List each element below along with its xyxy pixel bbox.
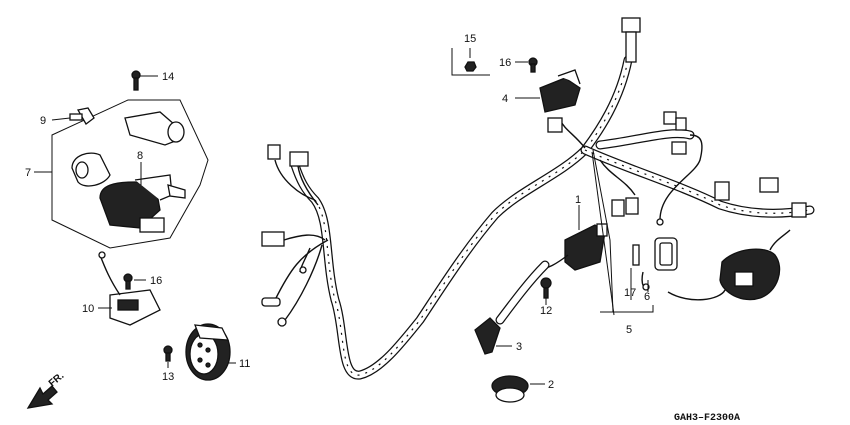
callout-17: 17 bbox=[624, 287, 636, 299]
direction-label: FR. bbox=[47, 370, 67, 389]
callout-7: 7 bbox=[25, 167, 31, 179]
coil-bolt bbox=[540, 277, 552, 299]
small-relay bbox=[547, 117, 563, 133]
callout-16-upper: 16 bbox=[499, 57, 511, 69]
rubber-grommet bbox=[491, 375, 529, 403]
harness-top-connector bbox=[621, 17, 641, 33]
callout-12: 12 bbox=[540, 305, 552, 317]
gauge-unit bbox=[185, 323, 231, 381]
harness-left-connector-a bbox=[267, 144, 281, 160]
callout-11: 11 bbox=[239, 358, 250, 370]
callout-5: 5 bbox=[626, 324, 632, 336]
callout-15: 15 bbox=[464, 33, 476, 45]
callout-16-lower: 16 bbox=[150, 275, 162, 287]
key-set-group bbox=[51, 99, 209, 249]
callout-9: 9 bbox=[40, 115, 46, 127]
spark-plug-cap bbox=[474, 260, 550, 355]
diagram-code: GAH3–F2300A bbox=[674, 413, 740, 424]
callout-14: 14 bbox=[162, 71, 174, 83]
fuse-holder-group bbox=[591, 149, 678, 316]
harness-left-connector-c bbox=[261, 231, 285, 247]
callout-labels: 1 2 3 4 5 6 7 8 9 10 11 12 13 14 15 16 1… bbox=[25, 33, 650, 391]
callout-4: 4 bbox=[502, 93, 508, 105]
callout-6: 6 bbox=[644, 291, 650, 303]
hardware-group-upper bbox=[451, 48, 538, 76]
ring-terminal bbox=[277, 317, 287, 327]
front-direction-arrow: FR. bbox=[26, 370, 67, 409]
callout-13: 13 bbox=[162, 371, 174, 383]
ignition-coil bbox=[539, 223, 608, 271]
callout-10: 10 bbox=[82, 303, 94, 315]
horn bbox=[667, 229, 791, 301]
leader-lines bbox=[34, 48, 649, 385]
callout-8: 8 bbox=[137, 150, 143, 162]
wire-harness bbox=[261, 17, 815, 380]
callout-1: 1 bbox=[575, 194, 581, 206]
switch-unit-10 bbox=[98, 251, 161, 326]
callout-2: 2 bbox=[548, 379, 554, 391]
screw-13 bbox=[163, 345, 173, 362]
screw-14 bbox=[131, 70, 141, 91]
fuse bbox=[632, 244, 640, 266]
nut bbox=[464, 61, 477, 72]
callout-3: 3 bbox=[516, 341, 522, 353]
screw-16-lower bbox=[123, 273, 133, 290]
key-blank bbox=[76, 107, 95, 125]
harness-left-connector-b bbox=[289, 151, 309, 167]
bullet-terminal bbox=[261, 297, 281, 307]
switch-connector bbox=[139, 217, 165, 233]
relay-bracket bbox=[539, 69, 581, 113]
